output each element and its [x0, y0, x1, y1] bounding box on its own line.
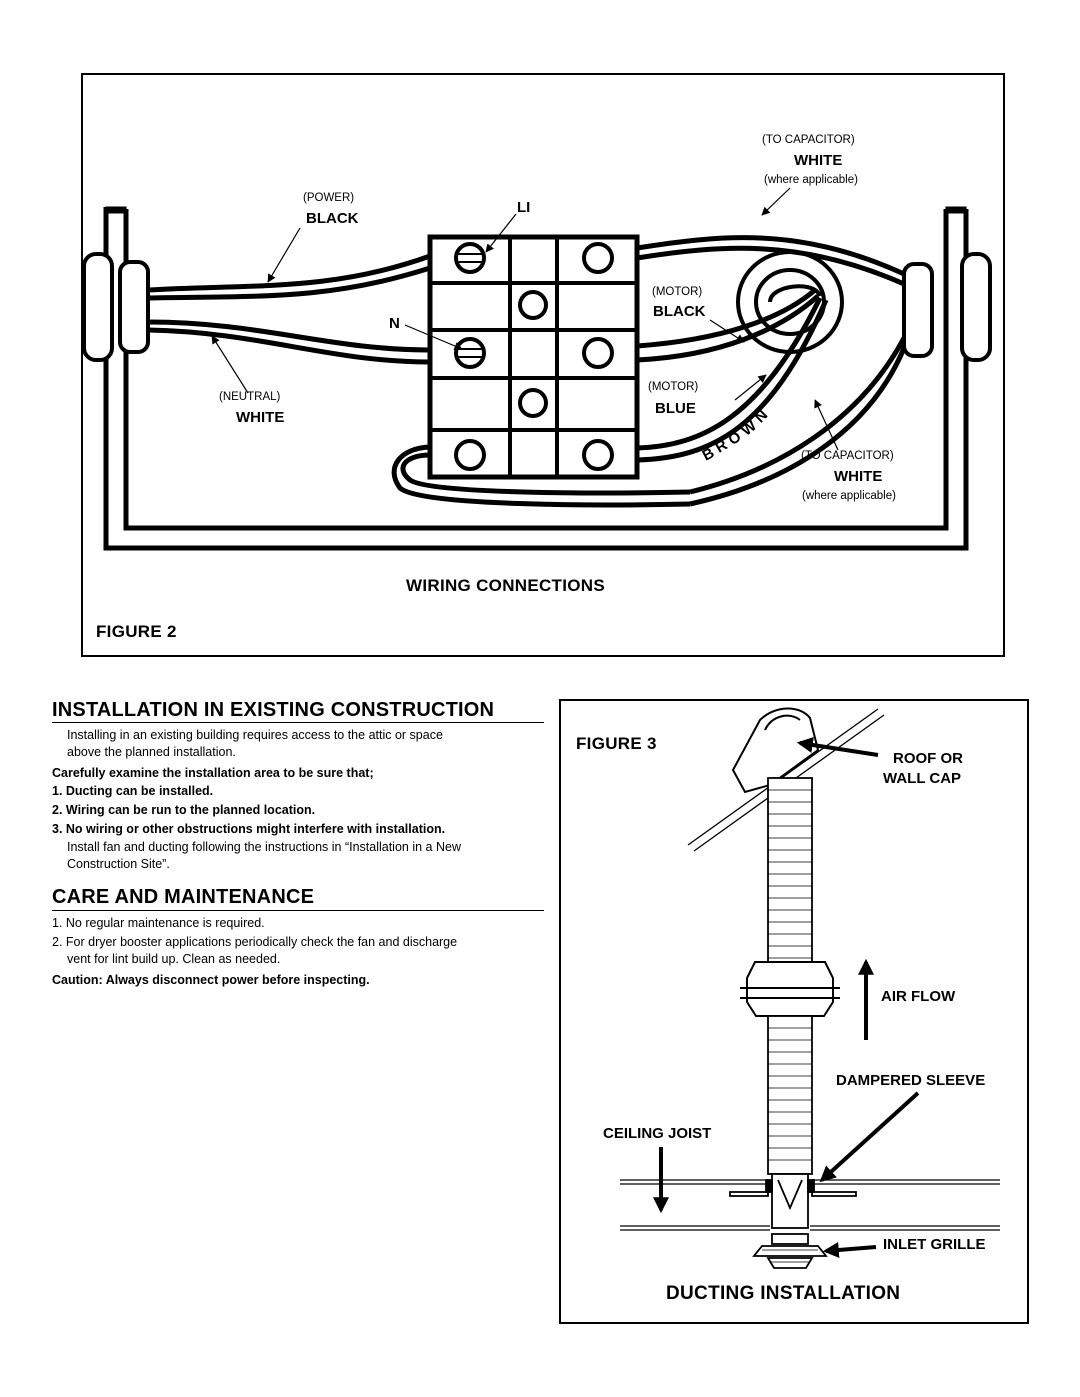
care-caution: Caution: Always disconnect power before …	[52, 973, 370, 987]
label-roof-cap-1: ROOF OR	[893, 750, 963, 767]
figure2-title: WIRING CONNECTIONS	[406, 576, 606, 595]
installation-intro-1: Installing in an existing building requi…	[67, 728, 443, 742]
label-ceiling-joist: CEILING JOIST	[603, 1125, 712, 1142]
figure3-arrows	[653, 737, 920, 1258]
installation-follow-1: Install fan and ducting following the in…	[67, 840, 461, 854]
motor-wires	[391, 235, 907, 508]
installation-intro-2: above the planned installation.	[67, 745, 236, 759]
roof-cap	[731, 707, 820, 794]
label-where-applicable-bottom: (where applicable)	[802, 490, 896, 502]
label-n: N	[389, 315, 400, 332]
label-black-motor: BLACK	[653, 303, 706, 320]
figure2-frame	[81, 73, 1005, 657]
label-neutral: (NEUTRAL)	[219, 391, 281, 403]
installation-item-3: 3. No wiring or other obstructions might…	[52, 822, 446, 836]
label-to-capacitor-top: (TO CAPACITOR)	[762, 134, 855, 146]
label-arrows	[211, 187, 839, 451]
figure3-frame	[559, 699, 1029, 1324]
label-roof-cap-2: WALL CAP	[883, 770, 962, 787]
label-white-top: WHITE	[794, 152, 843, 169]
label-power: (POWER)	[303, 192, 355, 204]
label-white-neutral: WHITE	[236, 409, 285, 426]
figure3-label: FIGURE 3	[576, 734, 657, 753]
dampered-sleeve	[729, 1173, 857, 1229]
ceiling-joists	[620, 1179, 1000, 1231]
care-item-2-line-2: vent for lint build up. Clean as needed.	[67, 952, 281, 966]
dampered-sleeve-arrow	[819, 1091, 920, 1183]
inlet-grille	[752, 1233, 828, 1269]
care-heading: CARE AND MAINTENANCE	[52, 886, 315, 908]
label-dampered-sleeve: DAMPERED SLEEVE	[836, 1072, 986, 1089]
installation-careful: Carefully examine the installation area …	[52, 766, 374, 780]
label-air-flow: AIR FLOW	[881, 988, 956, 1005]
installation-heading: INSTALLATION IN EXISTING CONSTRUCTION	[52, 699, 495, 721]
label-li: LI	[517, 199, 531, 216]
label-blue-motor: BLUE	[655, 400, 696, 417]
motor-coil	[736, 250, 844, 354]
roof-cap-arrow	[796, 737, 879, 757]
figure2-label: FIGURE 2	[96, 622, 177, 641]
inline-fan	[740, 961, 840, 1017]
wiring-diagram	[82, 187, 992, 551]
roof-line	[687, 708, 879, 846]
care-rule	[52, 910, 544, 911]
upper-duct	[767, 777, 813, 969]
label-black-power: BLACK	[306, 210, 359, 227]
supply-wires	[147, 253, 431, 365]
left-grommet	[82, 252, 150, 362]
label-inlet-grille: INLET GRILLE	[883, 1236, 986, 1253]
care-item-1: 1. No regular maintenance is required.	[52, 916, 265, 930]
label-motor-bottom: (MOTOR)	[648, 381, 699, 393]
installation-follow-2: Construction Site”.	[67, 857, 170, 871]
label-where-applicable-top: (where applicable)	[764, 174, 858, 186]
label-motor-top: (MOTOR)	[652, 286, 703, 298]
installation-item-2: 2. Wiring can be run to the planned loca…	[52, 803, 316, 817]
installation-item-1: 1. Ducting can be installed.	[52, 784, 214, 798]
figure3-title: DUCTING INSTALLATION	[666, 1283, 901, 1304]
care-item-2-line-1: 2. For dryer booster applications period…	[52, 935, 458, 949]
fan-housing	[103, 206, 969, 551]
installation-rule	[52, 722, 544, 723]
inlet-grille-arrow	[822, 1242, 877, 1258]
label-to-capacitor-bottom: (TO CAPACITOR)	[801, 450, 894, 462]
label-white-bottom: WHITE	[834, 468, 883, 485]
terminal-block	[427, 234, 640, 480]
right-grommet	[902, 252, 992, 362]
